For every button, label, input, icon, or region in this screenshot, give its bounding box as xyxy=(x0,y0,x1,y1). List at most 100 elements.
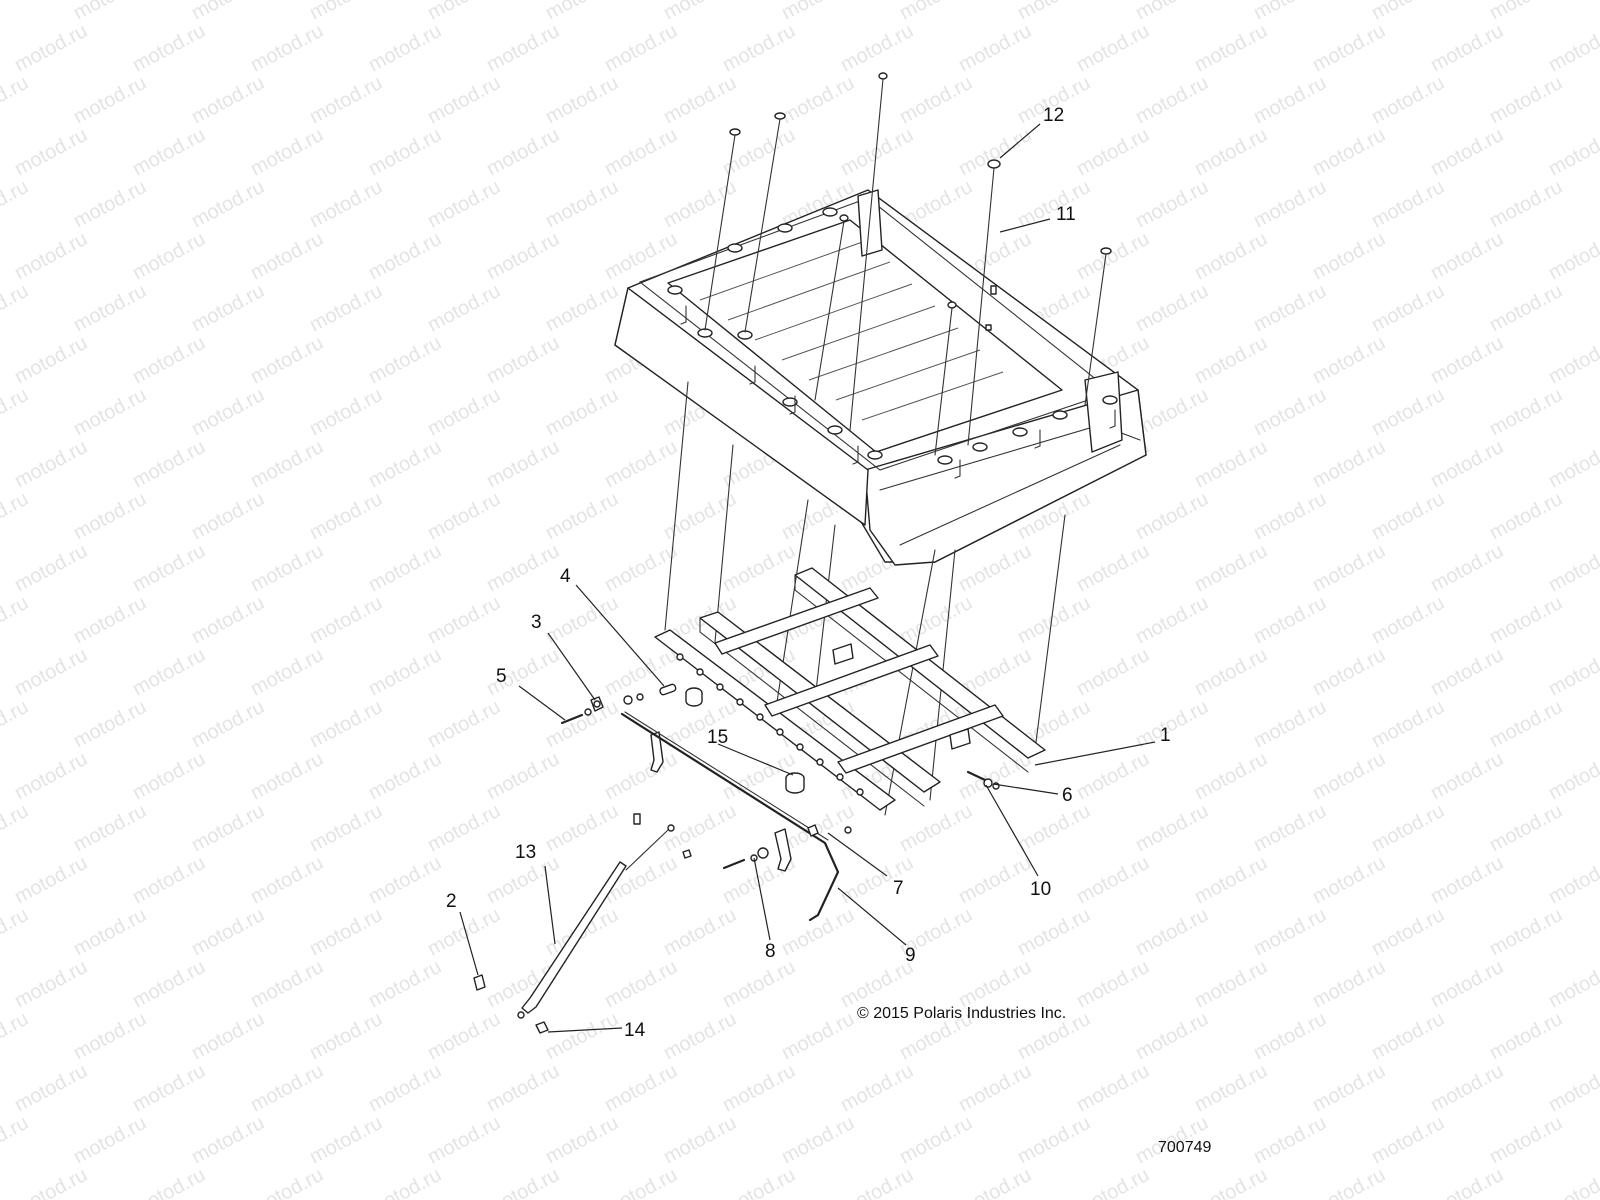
watermark-text: motod.ru xyxy=(1427,644,1507,700)
watermark-text: motod.ru xyxy=(1309,644,1389,700)
watermark-text: motod.ru xyxy=(424,592,504,648)
watermark-text: motod.ru xyxy=(601,1060,681,1116)
watermark-text: motod.ru xyxy=(1191,124,1271,180)
watermark-text: motod.ru xyxy=(719,1060,799,1116)
watermark-text: motod.ru xyxy=(11,956,91,1012)
watermark-text: motod.ru xyxy=(1368,0,1448,24)
watermark-text: motod.ru xyxy=(1368,384,1448,440)
latch-pin xyxy=(623,683,677,705)
watermark-text: motod.ru xyxy=(1486,1008,1566,1064)
watermark-text: motod.ru xyxy=(1368,696,1448,752)
watermark-text: motod.ru xyxy=(778,72,858,128)
watermark-text: motod.ru xyxy=(424,280,504,336)
watermark-text: motod.ru xyxy=(660,72,740,128)
watermark-text: motod.ru xyxy=(1250,1112,1330,1168)
watermark-text: motod.ru xyxy=(542,800,622,856)
watermark-text: motod.ru xyxy=(955,748,1035,804)
watermark-text: motod.ru xyxy=(1486,1112,1566,1168)
box-fasteners xyxy=(664,72,1112,816)
watermark-text: motod.ru xyxy=(0,280,32,336)
watermark-text: motod.ru xyxy=(1309,1060,1389,1116)
watermark-text: motod.ru xyxy=(129,748,209,804)
watermark-text: motod.ru xyxy=(306,384,386,440)
watermark-text: motod.ru xyxy=(1309,956,1389,1012)
watermark-text: motod.ru xyxy=(955,124,1035,180)
watermark-text: motod.ru xyxy=(719,20,799,76)
watermark-text: motod.ru xyxy=(306,176,386,232)
watermark-text: motod.ru xyxy=(896,800,976,856)
watermark-text: motod.ru xyxy=(1309,1164,1389,1200)
watermark-text: motod.ru xyxy=(1545,1060,1600,1116)
watermark-text: motod.ru xyxy=(955,1060,1035,1116)
watermark-text: motod.ru xyxy=(1132,1008,1212,1064)
watermark-text: motod.ru xyxy=(0,384,32,440)
watermark-text: motod.ru xyxy=(719,540,799,596)
watermark-text: motod.ru xyxy=(70,0,150,24)
watermark-text: motod.ru xyxy=(424,176,504,232)
watermark-text: motod.ru xyxy=(70,904,150,960)
watermark-text: motod.ru xyxy=(601,436,681,492)
watermark-text: motod.ru xyxy=(1545,332,1600,388)
watermark-text: motod.ru xyxy=(1250,904,1330,960)
watermark-text: motod.ru xyxy=(1545,124,1600,180)
watermark-text: motod.ru xyxy=(1427,124,1507,180)
watermark-text: motod.ru xyxy=(11,228,91,284)
pivot-bushing xyxy=(590,696,604,712)
cargo-box xyxy=(614,189,1147,566)
watermark-text: motod.ru xyxy=(365,20,445,76)
callout-4: 4 xyxy=(560,566,571,587)
watermark-text: motod.ru xyxy=(1545,748,1600,804)
watermark-text: motod.ru xyxy=(129,20,209,76)
watermark-text: motod.ru xyxy=(1427,228,1507,284)
watermark-text: motod.ru xyxy=(1250,72,1330,128)
callout-labels: 1 2 3 4 5 6 7 8 9 10 11 12 13 14 15 xyxy=(446,105,1171,1041)
watermark-text: motod.ru xyxy=(1427,852,1507,908)
watermark-text: motod.ru xyxy=(247,1164,327,1200)
watermark-text: motod.ru xyxy=(188,1112,268,1168)
watermark-text: motod.ru xyxy=(1486,176,1566,232)
watermark-text: motod.ru xyxy=(483,20,563,76)
watermark-text: motod.ru xyxy=(1073,540,1153,596)
bolt xyxy=(560,708,592,725)
watermark-text: motod.ru xyxy=(896,72,976,128)
watermark-text: motod.ru xyxy=(483,436,563,492)
box-frame xyxy=(654,567,1046,811)
watermark-text: motod.ru xyxy=(660,1008,740,1064)
watermark-text: motod.ru xyxy=(247,436,327,492)
watermark-text: motod.ru xyxy=(1073,956,1153,1012)
watermark-text: motod.ru xyxy=(1250,280,1330,336)
watermark-text: motod.ru xyxy=(1132,0,1212,24)
watermark-text: motod.ru xyxy=(1545,1164,1600,1200)
rivet-fastener xyxy=(849,72,888,431)
watermark-text: motod.ru xyxy=(11,20,91,76)
watermark-text: motod.ru xyxy=(483,1060,563,1116)
watermark-text: motod.ru xyxy=(306,800,386,856)
watermark-text: motod.ru xyxy=(1132,384,1212,440)
watermark-text: motod.ru xyxy=(247,124,327,180)
watermark-text: motod.ru xyxy=(306,1008,386,1064)
watermark-text: motod.ru xyxy=(70,72,150,128)
watermark-text: motod.ru xyxy=(365,228,445,284)
watermark-text: motod.ru xyxy=(542,696,622,752)
watermark-text: motod.ru xyxy=(306,696,386,752)
watermark-text: motod.ru xyxy=(424,696,504,752)
watermark-text: motod.ru xyxy=(1191,436,1271,492)
screw-fastener xyxy=(985,285,997,331)
watermark-text: motod.ru xyxy=(1132,488,1212,544)
watermark-text: motod.ru xyxy=(896,592,976,648)
watermark-text: motod.ru xyxy=(1073,20,1153,76)
watermark-text: motod.ru xyxy=(1132,904,1212,960)
watermark-text: motod.ru xyxy=(601,1164,681,1200)
watermark-text: motod.ru xyxy=(1309,540,1389,596)
watermark-text: motod.ru xyxy=(542,0,622,24)
watermark-text: motod.ru xyxy=(837,124,917,180)
watermark-text: motod.ru xyxy=(1545,956,1600,1012)
watermark-text: motod.ru xyxy=(483,228,563,284)
watermark-text: motod.ru xyxy=(1191,852,1271,908)
watermark-text: motod.ru xyxy=(1073,644,1153,700)
watermark-text: motod.ru xyxy=(1486,696,1566,752)
watermark-text: motod.ru xyxy=(70,1008,150,1064)
watermark-text: motod.ru xyxy=(1250,176,1330,232)
callout-9: 9 xyxy=(905,945,916,966)
